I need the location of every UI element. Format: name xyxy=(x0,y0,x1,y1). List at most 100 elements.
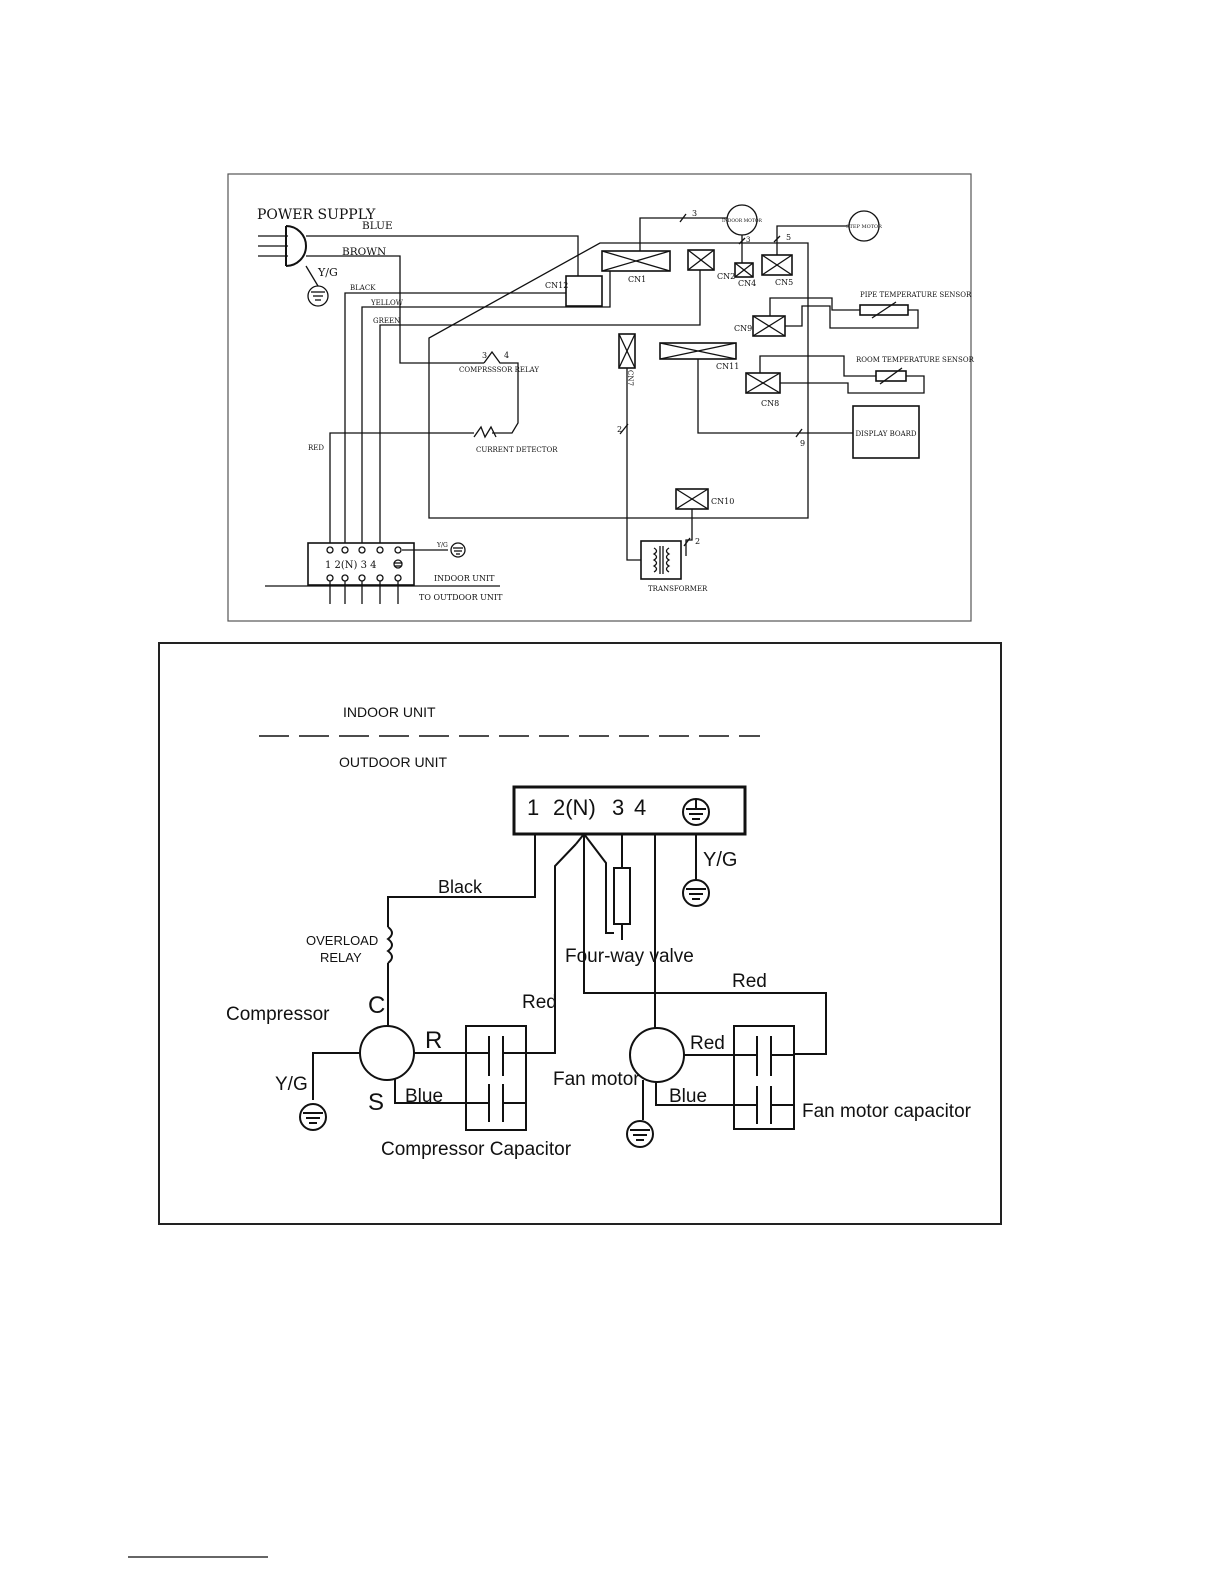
cn8-label: CN8 xyxy=(761,399,779,408)
terminal-2n-label: 2(N) xyxy=(553,795,596,820)
room-sensor-wire-2 xyxy=(780,375,925,394)
cn9-label: CN9 xyxy=(734,324,752,333)
outdoor-unit-heading: OUTDOOR UNIT xyxy=(339,754,448,770)
indoor-unit-label: INDOOR UNIT xyxy=(434,574,495,583)
ground-icon xyxy=(682,798,710,826)
wire-count-2-transformer: 2 xyxy=(695,537,700,546)
yg-top-label: Y/G xyxy=(703,849,737,871)
blue-wire xyxy=(306,235,579,276)
brown-wire xyxy=(306,255,484,364)
terminal-1-label: 1 xyxy=(527,795,539,820)
cn11-label: CN11 xyxy=(716,362,739,371)
fan-motor-label: Fan motor xyxy=(553,1069,640,1090)
cn10-label: CN10 xyxy=(711,497,734,506)
connector-cn12 xyxy=(565,275,603,307)
wire-count-3-top: 3 xyxy=(692,209,697,218)
compressor-relay-wire xyxy=(483,350,519,434)
indoor-diagram-frame xyxy=(227,173,972,622)
wire-blue-label: BLUE xyxy=(362,220,393,232)
main-control-board xyxy=(428,242,809,519)
compressor-s-wire xyxy=(394,1079,489,1104)
transformer-secondary-wire xyxy=(685,509,693,556)
compressor-icon xyxy=(359,1025,415,1081)
current-detector-icon xyxy=(473,425,497,439)
blue-comp-label: Blue xyxy=(405,1086,443,1107)
ground-icon xyxy=(626,1120,654,1148)
wire-yellow-label: YELLOW xyxy=(370,299,404,307)
step-motor-wire xyxy=(776,225,849,255)
pipe-sensor-label: PIPE TEMPERATURE SENSOR xyxy=(860,291,972,299)
power-supply-label: POWER SUPPLY xyxy=(257,207,376,223)
compressor-r-label: R xyxy=(425,1027,442,1054)
ground-icon xyxy=(299,1103,327,1131)
compressor-relay-label: COMPRSSSOR RELAY xyxy=(459,366,539,374)
cn7-label: CN7 xyxy=(626,370,634,386)
red-comp-wire xyxy=(503,843,577,1054)
transformer-icon xyxy=(640,540,682,580)
ground-icon xyxy=(450,542,466,558)
compressor-ground-wire xyxy=(312,1052,360,1100)
power-plug-icon xyxy=(258,225,307,267)
compressor-capacitor-label: Compressor Capacitor xyxy=(381,1139,572,1160)
four-way-valve-icon xyxy=(613,867,631,925)
cn5-label: CN5 xyxy=(775,278,793,287)
pipe-sensor-wire xyxy=(769,297,860,316)
compressor-yg-label: Y/G xyxy=(275,1074,308,1095)
wire-count-3-motor: 3 xyxy=(746,236,750,244)
four-way-valve-wire xyxy=(583,833,614,934)
wire-count-2-cn7: 2 xyxy=(617,425,622,434)
neutral-junction xyxy=(575,833,585,845)
wire-black-label: BLACK xyxy=(350,284,376,292)
display-board-box xyxy=(852,405,920,459)
transformer-primary-wire xyxy=(626,368,641,561)
pipe-sensor-wire-2 xyxy=(785,305,919,329)
black-wire xyxy=(344,292,566,543)
display-board-wire xyxy=(697,359,853,434)
four-way-valve-label: Four-way valve xyxy=(565,946,694,967)
ground-icon xyxy=(682,879,710,907)
overload-relay-label-2: RELAY xyxy=(320,950,362,965)
compressor-label: Compressor xyxy=(226,1004,330,1025)
red-wire xyxy=(329,432,474,543)
overload-relay-label-1: OVERLOAD xyxy=(306,933,378,948)
cn2-label: CN2 xyxy=(717,272,735,281)
indoor-unit-heading: INDOOR UNIT xyxy=(343,704,436,720)
blue-fan-wire xyxy=(655,1082,757,1106)
motor-wire xyxy=(639,217,727,251)
step-motor-label: STEP MOTOR xyxy=(846,224,882,230)
compressor-s-label: S xyxy=(368,1089,384,1116)
black-wire xyxy=(387,834,536,927)
compressor-c-label: C xyxy=(368,992,385,1019)
overload-relay-icon xyxy=(386,926,393,964)
cn12-label: CN12 xyxy=(545,281,568,290)
outdoor-terminal-block xyxy=(512,785,747,836)
transformer-label: TRANSFORMER xyxy=(648,585,708,593)
current-detector-label: CURRENT DETECTOR xyxy=(476,446,558,454)
display-board-label: DISPLAY BOARD xyxy=(855,430,916,438)
green-wire xyxy=(379,270,701,543)
red-fan-label: Red xyxy=(690,1033,725,1054)
room-sensor-wire xyxy=(759,355,876,377)
wire-yg-label: Y/G xyxy=(317,266,338,279)
terminal-3-label: 3 xyxy=(612,795,624,820)
terminal-4-label: 4 xyxy=(634,795,646,820)
wire-count-9: 9 xyxy=(800,439,805,448)
cn1-label: CN1 xyxy=(628,275,646,284)
relay-3-label: 3 xyxy=(482,351,487,360)
ground-icon xyxy=(305,265,329,307)
wire-brown-label: BROWN xyxy=(342,246,386,258)
wire-count-5: 5 xyxy=(786,233,791,242)
red-top-wire xyxy=(583,834,827,1055)
room-sensor-label: ROOM TEMPERATURE SENSOR xyxy=(856,356,975,364)
relay-4-label: 4 xyxy=(504,351,509,360)
yellow-wire xyxy=(361,271,611,543)
wire-red-label: RED xyxy=(308,444,324,452)
terminal-yg-label: Y/G xyxy=(436,542,448,549)
cn4-label: CN4 xyxy=(738,279,756,288)
red-comp-label: Red xyxy=(522,992,557,1013)
compressor-capacitor-icon xyxy=(465,1025,527,1131)
fan-motor-capacitor-icon xyxy=(733,1025,795,1130)
indoor-motor-label: INDOOR MOTOR xyxy=(722,218,763,224)
to-outdoor-unit-label: TO OUTDOOR UNIT xyxy=(419,593,503,602)
